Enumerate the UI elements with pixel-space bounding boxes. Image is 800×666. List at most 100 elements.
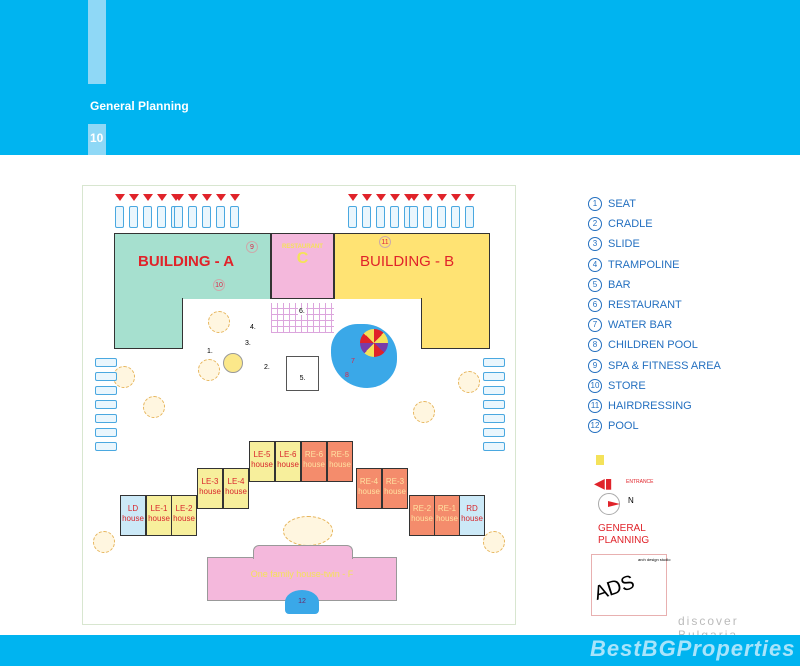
legend-item: 12 POOL [588,416,721,436]
legend-number: 3 [588,237,602,252]
parking-space [483,414,505,423]
arrow-icon [409,194,419,201]
parking-space [115,206,124,228]
parking-space [202,206,211,228]
parking-space [348,206,357,228]
parking-space [376,206,385,228]
studio-stamp: ADS arch design studio [591,554,670,616]
legend-item: 2 CRADLE [588,214,721,234]
north-label: N [628,496,634,505]
parking-space [483,400,505,409]
arrow-icon [362,194,372,201]
arrow-icon [451,194,461,201]
legend-number: 9 [588,358,602,373]
legend-label: SPA & FITNESS AREA [608,359,721,372]
slide-area [223,353,243,373]
legend-number: 2 [588,217,602,232]
parking-space [483,358,505,367]
parking-space [95,442,117,451]
parking-space [230,206,239,228]
legend-label: CHILDREN POOL [608,339,698,352]
building-entrance-icon [596,455,616,465]
legend-label: CRADLE [608,218,653,231]
parking-space [95,428,117,437]
legend-label: BAR [608,278,631,291]
site-plan: BUILDING - A RESTAURANT C BUILDING - B 9… [82,185,516,625]
legend-label: SLIDE [608,238,640,251]
water-bar-umbrella [360,329,388,357]
point-3: 3. [245,340,251,347]
arrow-icon [129,194,139,201]
pool-12: 12 [285,590,319,614]
legend-number: 8 [588,338,602,353]
arrow-icon [230,194,240,201]
parking-space [390,206,399,228]
arrow-icon [188,194,198,201]
legend-label: SEAT [608,198,636,211]
parking-space [216,206,225,228]
arrow-icon [174,194,184,201]
parking-space [465,206,474,228]
entrance-label: ENTRANCE [626,479,654,485]
point-5: 5. [299,375,306,382]
building-b-label: BUILDING - B [360,253,455,270]
legend-item: 9 SPA & FITNESS AREA [588,356,721,376]
restaurant-letter: C [296,250,309,267]
parking-space [483,428,505,437]
parking-space [95,372,117,381]
legend-number: 1 [588,197,602,212]
building-a [114,233,271,299]
point-4: 4. [250,324,256,331]
entrance-arrow-icon: ◀▮ [594,475,613,491]
parking-space [143,206,152,228]
arrow-icon [390,194,400,201]
parking-space [95,386,117,395]
marker-9: 9 [246,241,258,253]
marker-12: 12 [298,598,306,605]
marker-10: 10 [213,279,225,291]
legend-label: WATER BAR [608,319,673,332]
twin-house-f-top [253,545,353,559]
point-6: 6. [298,308,306,315]
restaurant-c: RESTAURANT C [271,233,334,299]
arrow-icon [465,194,475,201]
arrow-icon [157,194,167,201]
page-title: General Planning [90,99,189,113]
legend-label: STORE [608,379,646,392]
parking-space [95,400,117,409]
parking-space [437,206,446,228]
parking-space [188,206,197,228]
arrow-icon [348,194,358,201]
parking-space [451,206,460,228]
parking-space [483,386,505,395]
north-compass-icon [598,493,620,515]
legend-number: 12 [588,419,602,434]
building-b [334,233,490,299]
arrow-icon [216,194,226,201]
legend-number: 6 [588,298,602,313]
legend-item: 5 BAR [588,275,721,295]
page-number: 10 [88,124,106,155]
legend-item: 8 CHILDREN POOL [588,335,721,355]
legend-number: 5 [588,277,602,292]
legend-label: POOL [608,420,639,433]
parking-space [95,414,117,423]
footer-brand: BestBGProperties [590,636,796,661]
parking-space [157,206,166,228]
legend-label: HAIRDRESSING [608,399,692,412]
legend-item: 1 SEAT [588,194,721,214]
marker-7: 7 [351,358,355,365]
